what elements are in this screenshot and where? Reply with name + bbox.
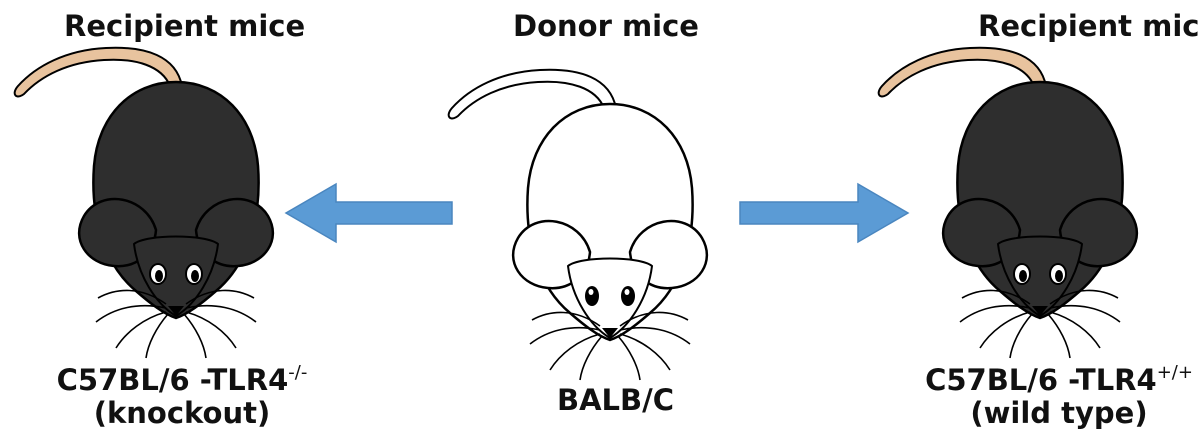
left-strain-name: C57BL/6 -TLR4 — [57, 363, 289, 397]
right-group-heading: Recipient mice — [978, 10, 1200, 43]
arrow-icon-left — [286, 184, 452, 242]
right-strain-label: C57BL/6 -TLR4+/+ (wild type) — [918, 364, 1200, 431]
left-strain-label: C57BL/6 -TLR4-/- (knockout) — [42, 364, 322, 431]
left-strain-genotype: -/- — [288, 362, 307, 383]
left-group-heading: Recipient mice — [64, 10, 305, 43]
black-mouse-icon-left — [15, 48, 273, 358]
center-strain-label: BALB/C — [557, 384, 674, 417]
right-strain-note: (wild type) — [918, 397, 1200, 430]
right-strain-name: C57BL/6 -TLR4 — [925, 363, 1157, 397]
center-group-heading: Donor mice — [513, 10, 699, 43]
left-strain-note: (knockout) — [42, 397, 322, 430]
right-strain-genotype: +/+ — [1157, 362, 1193, 383]
arrow-icon-right — [740, 184, 908, 242]
white-mouse-icon — [449, 70, 707, 380]
black-mouse-icon-right — [879, 48, 1137, 358]
